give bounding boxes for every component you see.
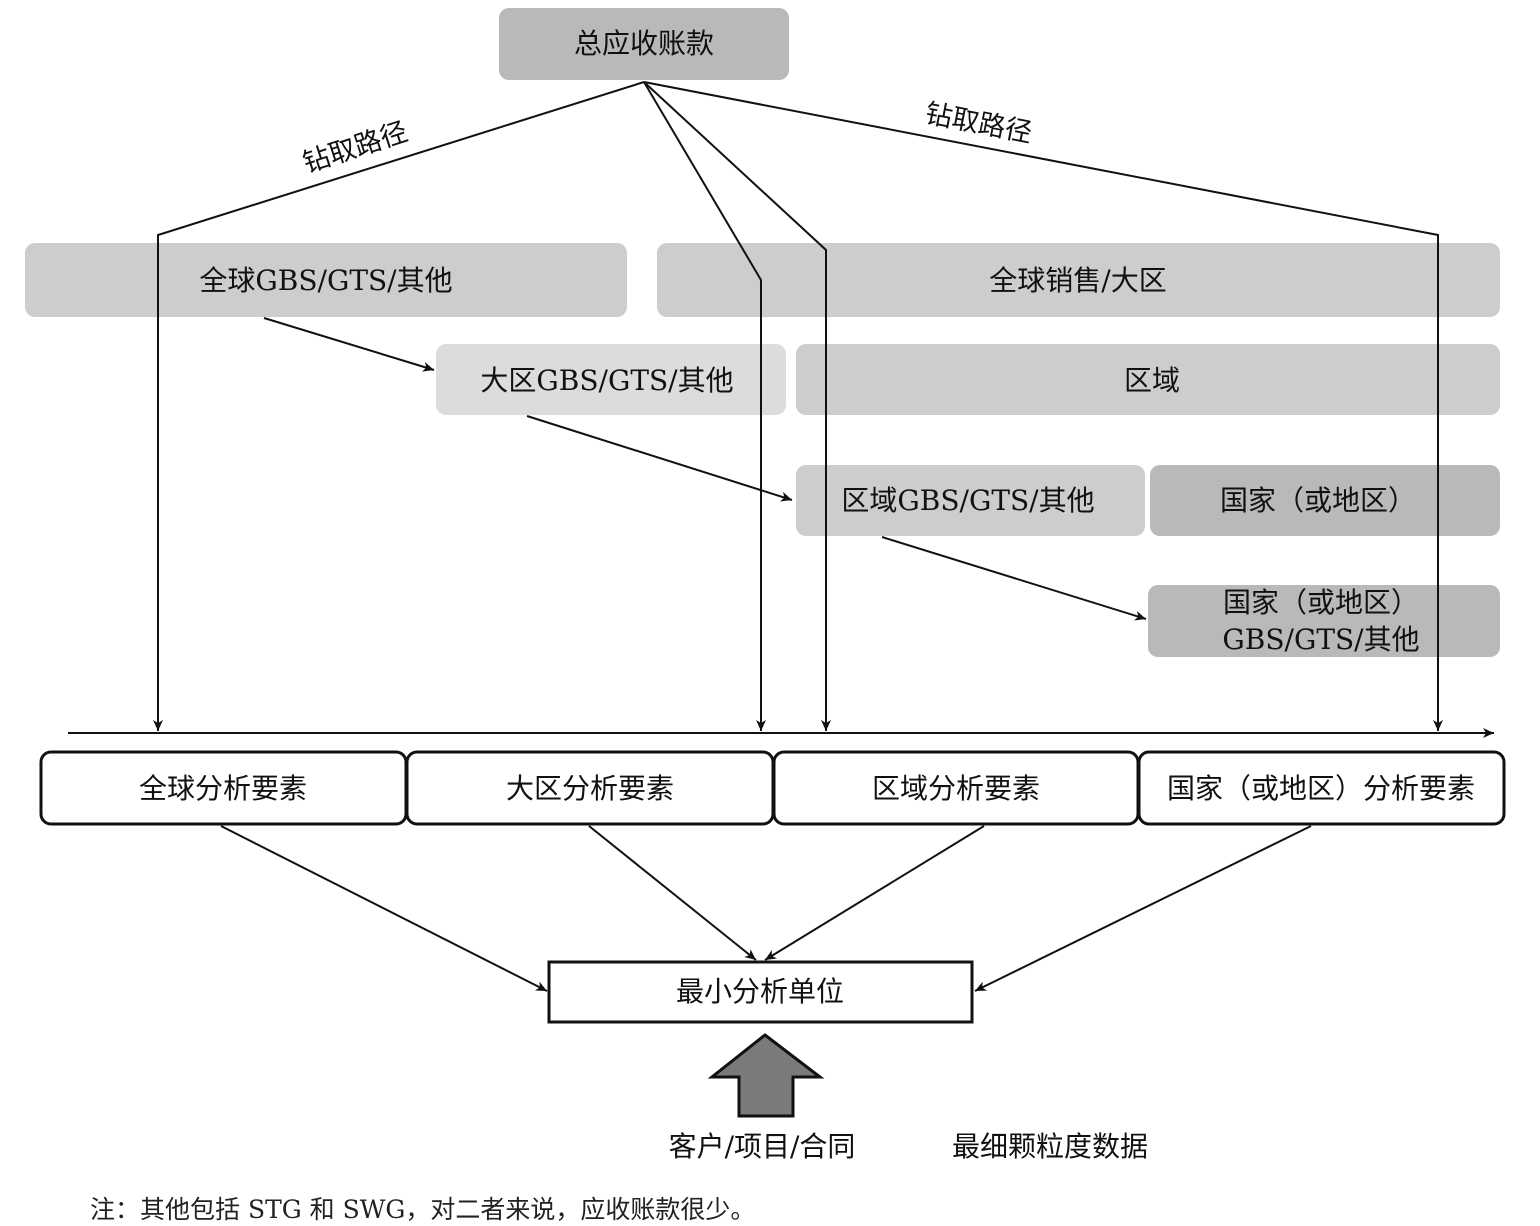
source-right-label: 最细颗粒度数据 [952, 1130, 1148, 1163]
drill-label-left: 钻取路径 [299, 116, 411, 179]
cascade-arrow-2 [526, 415, 793, 502]
drill-path-country [643, 81, 1443, 731]
area-to-min-arrow [764, 825, 985, 961]
global-to-min-arrow [220, 825, 548, 992]
area-box [796, 344, 1500, 415]
area-factor-label: 区域分析要素 [872, 772, 1040, 805]
global-gbs-box [25, 243, 627, 317]
area-gbs-box [796, 465, 1145, 536]
area-label: 区域 [1124, 364, 1180, 397]
country-label: 国家（或地区） [1220, 484, 1416, 517]
region-gbs-label: 大区GBS/GTS/其他 [480, 364, 733, 397]
source-left-label: 客户/项目/合同 [669, 1130, 856, 1163]
min-unit-box [547, 960, 974, 1024]
total-ar-label: 总应收账款 [574, 27, 714, 60]
region-to-min-arrow [588, 825, 757, 961]
country-gbs-label-line1: 国家（或地区） [1223, 586, 1419, 619]
country-to-min-arrow [974, 825, 1312, 992]
cascade-arrow-1 [263, 317, 435, 372]
country-box [1150, 465, 1500, 536]
area-gbs-label: 区域GBS/GTS/其他 [841, 484, 1094, 517]
drill-label-right: 钻取路径 [923, 98, 1035, 149]
region-factor-label: 大区分析要素 [506, 772, 674, 805]
region-gbs-box [436, 344, 786, 415]
big-up-arrow [707, 1033, 825, 1118]
global-sales-label: 全球销售/大区 [989, 264, 1166, 297]
country-gbs-box [1148, 585, 1500, 657]
country-gbs-label-line2: GBS/GTS/其他 [1222, 623, 1419, 656]
drill-path-region [643, 81, 766, 731]
global-factor-label: 全球分析要素 [139, 772, 307, 805]
drill-path-area [643, 81, 831, 731]
footnote: 注：其他包括 STG 和 SWG，对二者来说，应收账款很少。 [90, 1195, 756, 1224]
country-factor-label: 国家（或地区）分析要素 [1167, 772, 1475, 805]
drill-path-global [153, 81, 645, 731]
min-unit-label: 最小分析单位 [676, 975, 844, 1008]
total-ar-box [499, 8, 789, 80]
country-factor-box [1137, 750, 1506, 826]
cascade-arrow-3 [881, 536, 1147, 621]
global-gbs-label: 全球GBS/GTS/其他 [199, 264, 452, 297]
global-sales-box [657, 243, 1500, 317]
